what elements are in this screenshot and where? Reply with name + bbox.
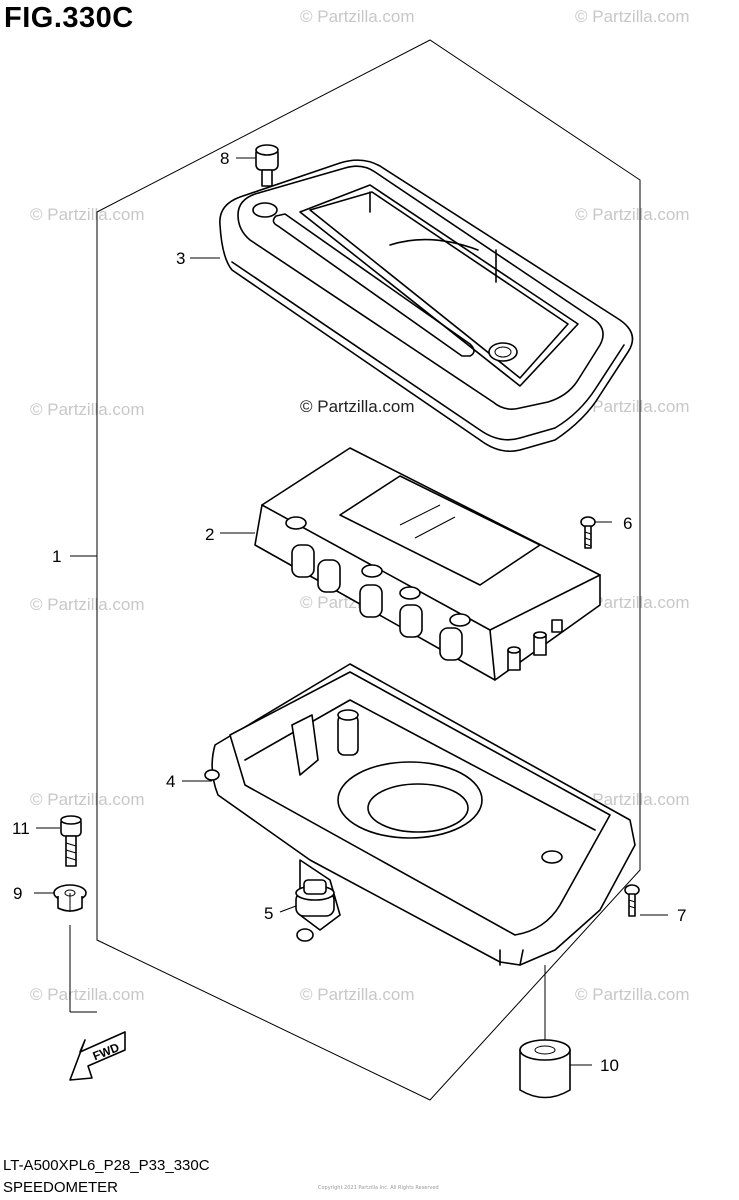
lower-case xyxy=(204,663,636,966)
watermark: © Partzilla.com xyxy=(30,985,145,1004)
bolt-11 xyxy=(60,815,82,867)
watermark: © Partzilla.com xyxy=(300,7,415,26)
callout-number: 4 xyxy=(166,772,175,791)
fwd-label: FWD xyxy=(91,1040,122,1063)
watermark: © Partzilla.com xyxy=(575,985,690,1004)
callout-number: 10 xyxy=(600,1056,619,1075)
watermark: © Partzilla.com xyxy=(575,205,690,224)
watermark: © Partzilla.com xyxy=(575,397,690,416)
callout-labels: 1 2 3 4 5 6 7 8 9 10 11 xyxy=(12,149,686,1075)
callout-number: 3 xyxy=(176,249,185,268)
watermark: © Partzilla.com xyxy=(30,595,145,614)
watermark: © Partzilla.com xyxy=(300,397,415,416)
watermark: © Partzilla.com xyxy=(30,400,145,419)
bolt-8 xyxy=(255,144,279,187)
callout-number: 8 xyxy=(220,149,229,168)
copyright-tiny-text: Copyright 2021 Partzilla Inc. All Rights… xyxy=(318,1185,439,1191)
figure-name: SPEEDOMETER xyxy=(3,1179,119,1196)
watermark: © Partzilla.com xyxy=(30,205,145,224)
callout-number: 6 xyxy=(623,514,632,533)
watermark: © Partzilla.com xyxy=(300,985,415,1004)
callout-number: 7 xyxy=(677,906,686,925)
fwd-arrow: FWD xyxy=(69,1031,126,1081)
leader-lines xyxy=(34,157,668,1066)
watermark: © Partzilla.com xyxy=(575,593,690,612)
callout-number: 11 xyxy=(12,819,30,838)
screw-7 xyxy=(624,884,640,917)
cushion-5 xyxy=(295,879,335,917)
upper-case xyxy=(219,159,634,453)
callout-number: 5 xyxy=(264,904,273,923)
meter-unit xyxy=(254,447,601,681)
figure-title: FIG.330C xyxy=(4,2,134,34)
watermark: © Partzilla.com xyxy=(30,790,145,809)
model-code: LT-A500XPL6_P28_P33_330C xyxy=(3,1157,210,1174)
cushion-10 xyxy=(519,1039,571,1099)
assembly-outline xyxy=(96,39,641,1101)
screw-6 xyxy=(580,516,596,549)
callout-number: 2 xyxy=(205,525,214,544)
watermark: © Partzilla.com xyxy=(575,7,690,26)
callout-number: 9 xyxy=(13,884,22,903)
watermark: © Partzilla.com xyxy=(575,790,690,809)
callout-number: 1 xyxy=(52,547,61,566)
